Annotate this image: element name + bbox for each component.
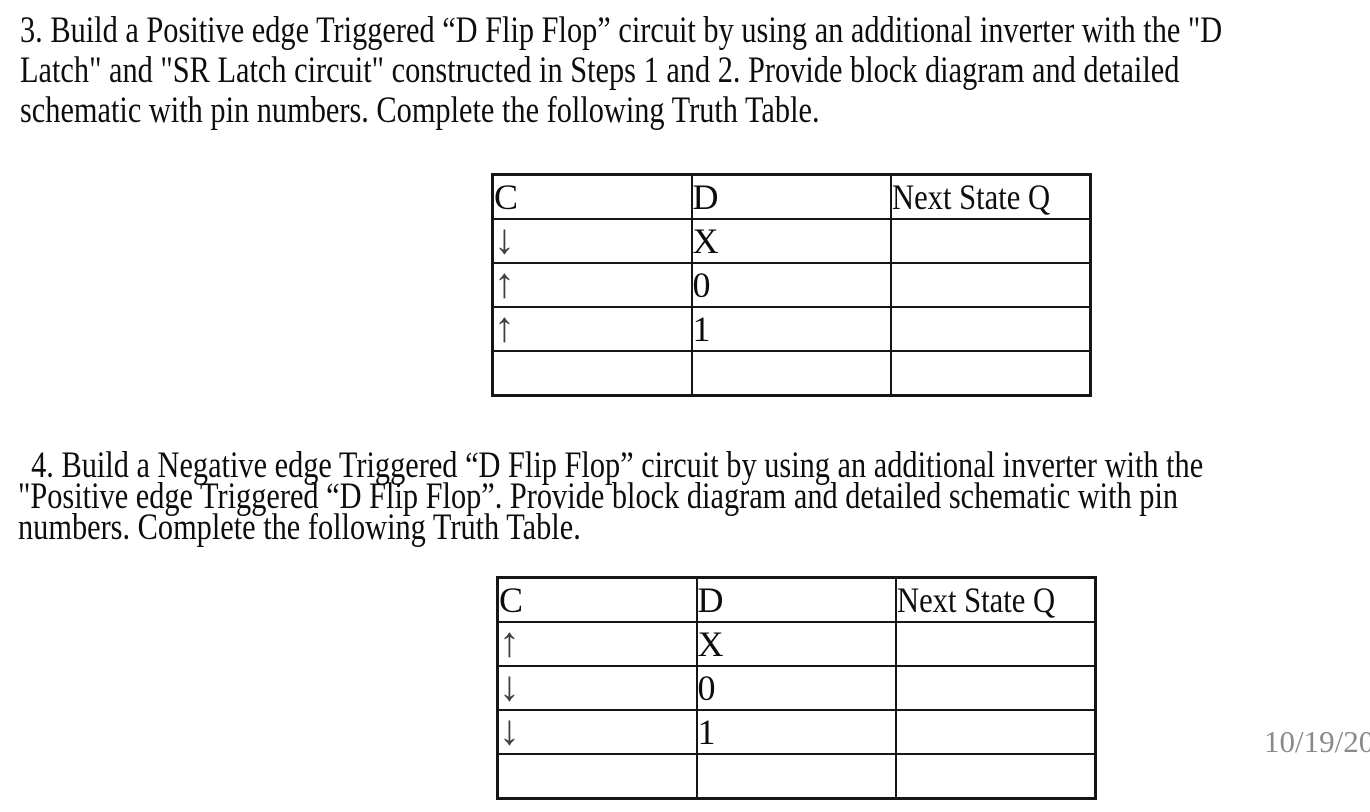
d-value-cell: X [695, 621, 897, 667]
next-state-cell [894, 621, 1097, 667]
table-row-empty [496, 753, 1097, 799]
clock-edge-cell: ↑ [496, 620, 698, 667]
paragraph-line: "Positive edge Triggered “D Flip Flop”. … [18, 476, 1179, 517]
column-header-d: D [695, 576, 897, 623]
d-value-cell: 0 [695, 665, 897, 711]
d-value-cell: X [690, 218, 892, 264]
d-value-cell [690, 350, 892, 396]
up-arrow-icon: ↑ [499, 620, 520, 666]
table-row: ↑ 1 [491, 305, 1092, 352]
table-row-empty [491, 350, 1092, 396]
next-state-cell [894, 665, 1097, 711]
clock-edge-cell [496, 753, 698, 799]
table-row: ↓ 1 [496, 708, 1097, 755]
paragraph-line: schematic with pin numbers. Complete the… [20, 90, 820, 131]
down-arrow-icon: ↓ [499, 708, 520, 754]
problem-3-paragraph: 3. Build a Positive edge Triggered “D Fl… [20, 11, 1222, 131]
column-header-d: D [690, 173, 892, 220]
column-header-label: Next State Q [896, 580, 1055, 620]
next-state-cell [889, 218, 1092, 264]
clock-edge-cell: ↑ [491, 305, 693, 352]
clock-edge-cell: ↑ [491, 261, 693, 308]
paragraph-line: numbers. Complete the following Truth Ta… [18, 507, 581, 548]
date-stamp: 10/19/202 [1264, 724, 1370, 759]
next-state-cell [889, 262, 1092, 308]
table-header-row: C D Next State Q [496, 576, 1097, 623]
next-state-cell [894, 709, 1097, 755]
next-state-cell [889, 306, 1092, 352]
clock-edge-cell: ↓ [496, 664, 698, 711]
column-header-c: C [496, 576, 698, 623]
table-row: ↑ 0 [491, 261, 1092, 308]
truth-table-negative-edge: C D Next State Q ↑ X ↓ 0 ↓ 1 [496, 576, 1097, 800]
up-arrow-icon: ↑ [494, 305, 515, 351]
table-row: ↑ X [496, 620, 1097, 667]
column-header-label: Next State Q [891, 177, 1050, 217]
column-header-next-state-q: Next State Q [889, 173, 1092, 220]
clock-edge-cell [491, 350, 693, 396]
clock-edge-cell: ↓ [496, 708, 698, 755]
table-row: ↓ X [491, 217, 1092, 264]
table-row: ↓ 0 [496, 664, 1097, 711]
down-arrow-icon: ↓ [494, 217, 515, 263]
next-state-cell [889, 350, 1092, 396]
up-arrow-icon: ↑ [494, 261, 515, 307]
column-header-c: C [491, 173, 693, 220]
next-state-cell [894, 753, 1097, 799]
paragraph-line: 3. Build a Positive edge Triggered “D Fl… [20, 10, 1223, 51]
d-value-cell [695, 753, 897, 799]
paragraph-line: 4. Build a Negative edge Triggered “D Fl… [31, 445, 1204, 486]
paragraph-line: Latch" and "SR Latch circuit" constructe… [20, 50, 1180, 91]
column-header-next-state-q: Next State Q [894, 576, 1097, 623]
clock-edge-cell: ↓ [491, 217, 693, 264]
problem-4-paragraph: 4. Build a Negative edge Triggered “D Fl… [18, 445, 1204, 548]
d-value-cell: 1 [695, 709, 897, 755]
d-value-cell: 1 [690, 306, 892, 352]
truth-table-positive-edge: C D Next State Q ↓ X ↑ 0 ↑ 1 [491, 173, 1092, 397]
table-header-row: C D Next State Q [491, 173, 1092, 220]
d-value-cell: 0 [690, 262, 892, 308]
down-arrow-icon: ↓ [499, 664, 520, 710]
